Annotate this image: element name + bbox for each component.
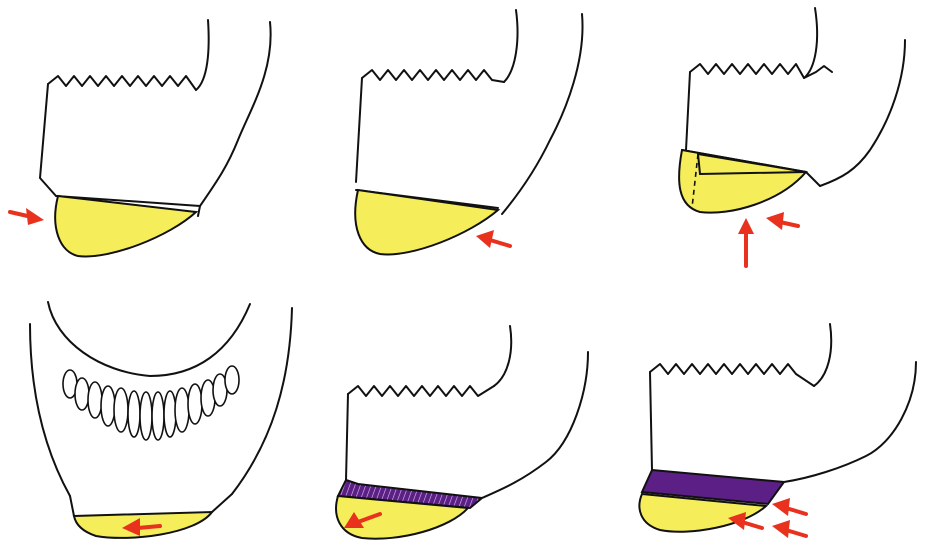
symphysis-anterior-outline (40, 84, 56, 196)
ramus-posterior-line (504, 10, 518, 82)
teeth-row (63, 366, 239, 440)
mandible-posterior-outline (820, 40, 905, 186)
mandible-left-outline (30, 324, 70, 496)
mandible-right-outline (232, 308, 292, 494)
alveolar-crest-line (650, 364, 814, 386)
ramus-posterior-line (494, 326, 511, 386)
red-arrow-icon (10, 208, 44, 225)
genial-segment (355, 190, 498, 254)
red-arrow-icon (772, 498, 806, 516)
ramus-posterior-line (814, 324, 831, 386)
chin-left-edge (70, 496, 74, 516)
alveolar-crest-line (48, 76, 196, 90)
chin-right-edge (212, 494, 232, 512)
red-arrow-icon (476, 230, 510, 248)
genial-segment (74, 512, 212, 538)
panel-frontal (0, 272, 310, 545)
panel-advancement (0, 0, 310, 272)
ramus-posterior-line (196, 20, 209, 90)
panel-advancement-inferior (310, 0, 620, 272)
red-arrow-icon (766, 212, 798, 230)
dental-arch-outline (48, 302, 250, 376)
ramus-posterior-line (804, 8, 817, 78)
red-arrow-icon (772, 520, 806, 538)
alveolar-crest-line (362, 70, 504, 82)
symphysis-anterior-outline (686, 72, 690, 150)
panel-lengthening-advancement (620, 272, 930, 545)
red-arrow-up-icon (738, 218, 754, 266)
symphysis-anterior-outline (356, 78, 362, 182)
resected-wedge (698, 154, 806, 174)
mandible-posterior-outline (502, 14, 583, 214)
panel-lengthening-graft (310, 272, 620, 545)
alveolar-crest-line (348, 386, 494, 396)
mandible-posterior-outline (200, 22, 271, 206)
symphysis-anterior-outline (346, 394, 348, 480)
mandible-posterior-outline (482, 352, 588, 498)
panel-reduction (620, 0, 930, 272)
symphysis-anterior-outline (650, 372, 652, 470)
